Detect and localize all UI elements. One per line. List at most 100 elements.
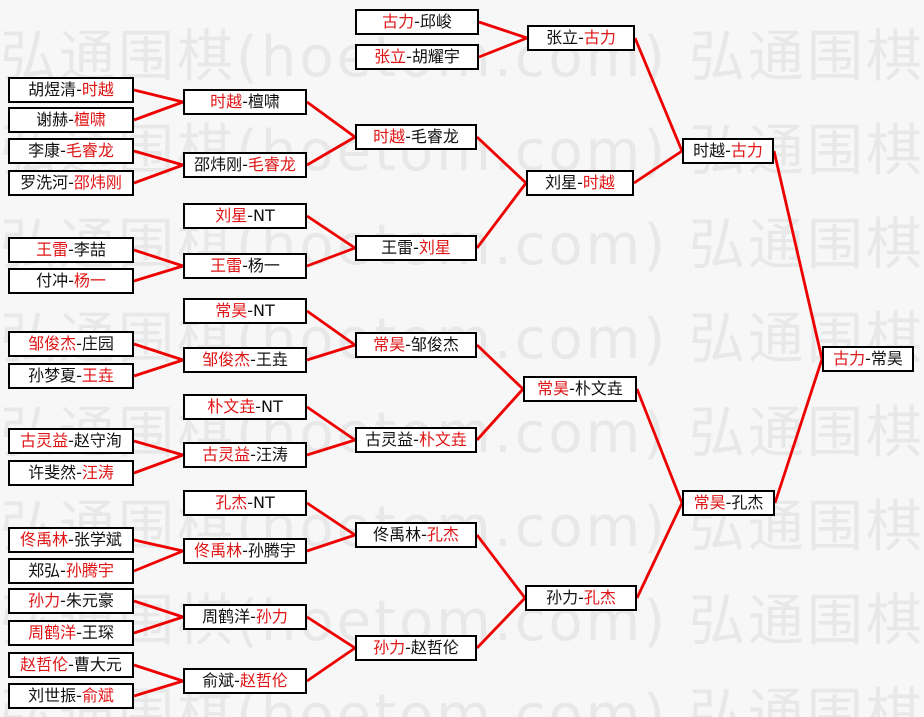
match-box-r1-sunli-zhuyuanhao[interactable]: 孙力-朱元豪 bbox=[8, 588, 134, 614]
winner-player-name: 时越 bbox=[210, 92, 243, 111]
match-box-r1-gulingyi-zhaoshouxun[interactable]: 古灵益-赵守洵 bbox=[8, 428, 134, 454]
connector-line bbox=[306, 246, 356, 268]
connector-line bbox=[133, 439, 184, 457]
match-box-r2-liuxing-nt[interactable]: 刘星-NT bbox=[183, 203, 307, 229]
match-box-r2-zhouheyang-sunli[interactable]: 周鹤洋-孙力 bbox=[183, 604, 307, 630]
match-box-r1-tongyulin-zhangxuebin[interactable]: 佟禹林-张学斌 bbox=[8, 527, 134, 553]
player-name: -杨一 bbox=[242, 256, 280, 275]
winner-player-name: 王雷 bbox=[36, 240, 69, 259]
player-name: 孙力- bbox=[546, 588, 584, 607]
match-box-r4-changhao-puwenyao[interactable]: 常昊-朴文垚 bbox=[523, 376, 637, 402]
connector-line bbox=[633, 37, 684, 152]
match-box-r2-gulingyi-wangtao[interactable]: 古灵益-汪涛 bbox=[183, 442, 307, 468]
match-box-r1-zhangli-huyaoyu[interactable]: 张立-胡耀宇 bbox=[355, 44, 479, 70]
connector-line bbox=[133, 549, 184, 573]
player-name: 周鹤洋- bbox=[202, 607, 256, 626]
player-name: -庄园 bbox=[76, 334, 114, 353]
match-box-r1-luoxihe-shaoweigang[interactable]: 罗洗河-邵炜刚 bbox=[8, 170, 134, 196]
winner-player-name: 古力 bbox=[730, 141, 763, 160]
connector-line bbox=[633, 149, 683, 185]
match-box-r1-xufeiran-wangtao[interactable]: 许斐然-汪涛 bbox=[8, 460, 134, 486]
connector-line bbox=[133, 599, 184, 619]
connector-line bbox=[475, 182, 528, 249]
winner-player-name: 汪涛 bbox=[81, 463, 114, 482]
connector-line bbox=[306, 646, 356, 683]
match-box-r1-fuchong-yangyi[interactable]: 付冲-杨一 bbox=[8, 268, 134, 294]
match-box-r2-kongjie-nt[interactable]: 孔杰-NT bbox=[183, 490, 307, 516]
player-name: 付冲- bbox=[36, 271, 74, 290]
match-box-final-guli-changhao[interactable]: 古力-常昊 bbox=[822, 346, 914, 372]
match-box-r2-wanglei-yangyi[interactable]: 王雷-杨一 bbox=[183, 253, 307, 279]
winner-player-name: 刘星 bbox=[418, 238, 451, 257]
player-name: -王琛 bbox=[76, 623, 114, 642]
winner-player-name: 朴文垚 bbox=[207, 397, 256, 416]
match-box-r3-gulingyi-puwenyao[interactable]: 古灵益-朴文垚 bbox=[355, 427, 477, 453]
match-box-sf-shiyue-guli[interactable]: 时越-古力 bbox=[682, 138, 774, 164]
match-box-r1-zhaozhelun-caodayuan[interactable]: 赵哲伦-曹大元 bbox=[8, 652, 134, 678]
winner-player-name: 张立 bbox=[374, 47, 407, 66]
match-box-r1-huyuqing-shiyue[interactable]: 胡煜清-时越 bbox=[8, 77, 134, 103]
match-box-r2-shaoweigang-maoruilong[interactable]: 邵炜刚-毛睿龙 bbox=[183, 152, 307, 178]
player-name: 邵炜刚- bbox=[194, 155, 248, 174]
winner-player-name: 古力 bbox=[382, 12, 415, 31]
match-box-r4-sunli-kongjie[interactable]: 孙力-孔杰 bbox=[525, 585, 637, 611]
connector-line bbox=[478, 36, 528, 59]
connector-line bbox=[133, 679, 184, 698]
player-name: -NT bbox=[247, 493, 275, 512]
match-box-r2-shiyue-tanxiao[interactable]: 时越-檀啸 bbox=[183, 89, 307, 115]
match-box-r4-liuxing-shiyue[interactable]: 刘星-时越 bbox=[526, 170, 634, 196]
player-name: 张立- bbox=[546, 28, 584, 47]
player-name: -朴文垚 bbox=[569, 379, 623, 398]
player-name: 俞斌- bbox=[202, 671, 240, 690]
winner-player-name: 佟禹林 bbox=[20, 530, 69, 549]
match-box-r2-zhangli-guli[interactable]: 张立-古力 bbox=[527, 25, 635, 51]
match-box-r1-likang-maoruilong[interactable]: 李康-毛睿龙 bbox=[8, 138, 134, 164]
match-box-r3-shiyue-maoruilong[interactable]: 时越-毛睿龙 bbox=[355, 124, 477, 150]
winner-player-name: 时越 bbox=[373, 127, 406, 146]
match-box-r3-changhao-zoujunjie[interactable]: 常昊-邹俊杰 bbox=[355, 332, 477, 358]
match-box-r2-puwenyao-nt[interactable]: 朴文垚-NT bbox=[183, 394, 307, 420]
match-box-r1-liushizhen-yubin[interactable]: 刘世振-俞斌 bbox=[8, 683, 134, 709]
match-box-r2-tongyulin-suntengyu[interactable]: 佟禹林-孙腾宇 bbox=[183, 538, 307, 564]
connector-line bbox=[306, 533, 356, 553]
player-name: 王雷- bbox=[381, 238, 419, 257]
player-name: -NT bbox=[247, 301, 275, 320]
match-box-r1-xiehe-tanxiao[interactable]: 谢赫-檀啸 bbox=[8, 107, 134, 133]
player-name: -王垚 bbox=[250, 350, 288, 369]
winner-player-name: 孔杰 bbox=[583, 588, 616, 607]
match-box-r3-tongyulin-kongjie[interactable]: 佟禹林-孔杰 bbox=[355, 522, 477, 548]
match-box-r1-sunmengxia-wangyao[interactable]: 孙梦夏-王垚 bbox=[8, 363, 134, 389]
winner-player-name: 朴文垚 bbox=[418, 430, 467, 449]
connector-line bbox=[133, 163, 184, 185]
match-box-r1-zhenghong-suntengyu[interactable]: 郑弘-孙腾宇 bbox=[8, 558, 134, 584]
match-box-r3-sunli-zhaozhelun[interactable]: 孙力-赵哲伦 bbox=[355, 635, 477, 661]
match-box-r1-zoujunjie-zhuangyuan[interactable]: 邹俊杰-庄园 bbox=[8, 331, 134, 357]
match-box-r2-zoujunjie-wangyao[interactable]: 邹俊杰-王垚 bbox=[183, 347, 307, 373]
winner-player-name: 孙力 bbox=[28, 591, 61, 610]
match-box-r2-yubin-zhaozhelun[interactable]: 俞斌-赵哲伦 bbox=[183, 668, 307, 694]
winner-player-name: 邹俊杰 bbox=[202, 350, 251, 369]
winner-player-name: 孙力 bbox=[255, 607, 288, 626]
connector-line bbox=[133, 453, 184, 475]
winner-player-name: 常昊 bbox=[215, 301, 248, 320]
player-name: -邱峻 bbox=[414, 12, 452, 31]
connector-line bbox=[306, 343, 356, 362]
match-box-r1-wanglei-lizhe[interactable]: 王雷-李喆 bbox=[8, 237, 134, 263]
match-box-r1-guli-qiujun[interactable]: 古力-邱峻 bbox=[355, 9, 479, 35]
match-box-r1-zhouheyang-wangchen[interactable]: 周鹤洋-王琛 bbox=[8, 620, 134, 646]
connector-line bbox=[475, 597, 527, 649]
connector-line bbox=[478, 20, 528, 40]
winner-player-name: 常昊 bbox=[693, 493, 726, 512]
player-name: -NT bbox=[255, 397, 283, 416]
player-name: -邹俊杰 bbox=[405, 335, 459, 354]
match-box-r3-wanglei-liuxing[interactable]: 王雷-刘星 bbox=[355, 235, 477, 261]
winner-player-name: 常昊 bbox=[373, 335, 406, 354]
match-box-sf-changhao-kongjie[interactable]: 常昊-孔杰 bbox=[682, 490, 775, 516]
winner-player-name: 孙力 bbox=[373, 638, 406, 657]
winner-player-name: 邹俊杰 bbox=[28, 334, 77, 353]
match-box-r2-changhao-nt[interactable]: 常昊-NT bbox=[183, 298, 307, 324]
connector-line bbox=[635, 502, 684, 599]
player-name: -曹大元 bbox=[68, 655, 122, 674]
winner-player-name: 孔杰 bbox=[426, 525, 459, 544]
